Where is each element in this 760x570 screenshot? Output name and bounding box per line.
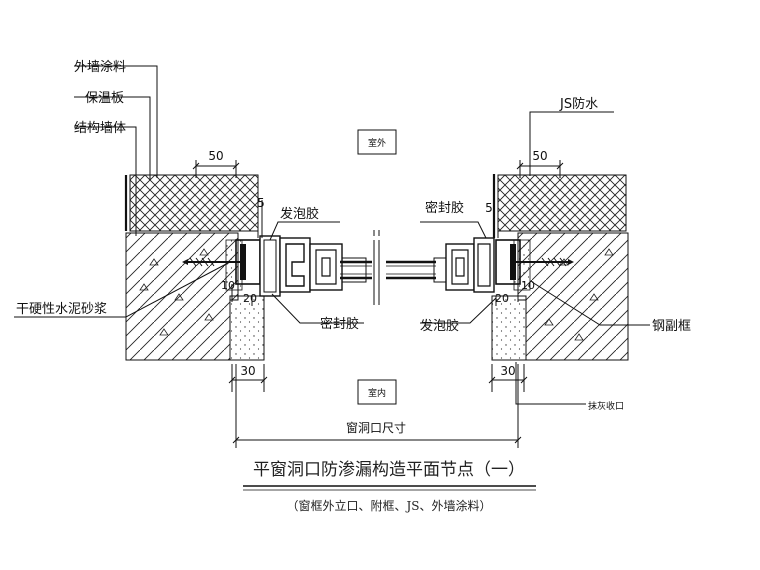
dim-10-right: 10	[521, 279, 535, 292]
label-js-waterproof: JS防水	[559, 96, 598, 112]
outdoor-label-box	[357, 129, 397, 155]
label-foam-bottom: 发泡胶	[420, 318, 459, 334]
left-leader-lines	[14, 65, 364, 324]
label-sealant-bottom: 密封胶	[320, 316, 359, 332]
left-insulation-board	[129, 174, 259, 232]
dim-50-left: 50	[208, 149, 223, 163]
right-window-frame	[433, 237, 495, 293]
label-indoor: 室内	[368, 387, 386, 399]
label-opening-size: 窗洞口尺寸	[346, 421, 406, 435]
right-wall	[491, 174, 629, 361]
dim-5-right: 5	[485, 201, 493, 215]
drawing-subtitle: （窗框外立口、附框、JS、外墙涂料）	[286, 498, 491, 513]
dim-20-right: 20	[495, 292, 509, 305]
dim-30-right: 30	[500, 364, 515, 378]
left-window-frame	[259, 235, 367, 297]
label-dry-mortar: 干硬性水泥砂浆	[16, 302, 107, 317]
label-structural-wall: 结构墙体	[74, 121, 126, 136]
dim-30-left: 30	[240, 364, 255, 378]
label-outdoor: 室外	[368, 137, 386, 149]
left-structural-wall	[125, 232, 239, 361]
dimension-lines	[192, 160, 564, 448]
indoor-label-box	[357, 379, 397, 405]
left-wall	[124, 174, 265, 361]
dim-50-right: 50	[532, 149, 547, 163]
label-plaster-finish: 抹灰收口	[588, 400, 624, 412]
label-sealant-right: 密封胶	[425, 200, 464, 216]
label-exterior-coating: 外墙涂料	[74, 59, 126, 75]
label-foam-left: 发泡胶	[280, 206, 319, 222]
dim-5-left: 5	[257, 196, 265, 210]
right-insulation-board	[497, 174, 627, 232]
right-anchor-bolt	[510, 257, 574, 267]
label-insulation-board: 保温板	[85, 91, 124, 106]
label-steel-subframe: 钢副框	[652, 319, 691, 334]
right-leader-lines	[420, 111, 650, 405]
right-plaster-block	[491, 295, 527, 361]
glass-panes	[340, 230, 436, 305]
left-plaster-block	[229, 295, 265, 361]
left-anchor-bolt	[182, 257, 246, 267]
dim-20-left: 20	[243, 292, 257, 305]
dim-10-left: 10	[221, 279, 235, 292]
drawing-title: 平窗洞口防渗漏构造平面节点（一）	[253, 460, 525, 480]
